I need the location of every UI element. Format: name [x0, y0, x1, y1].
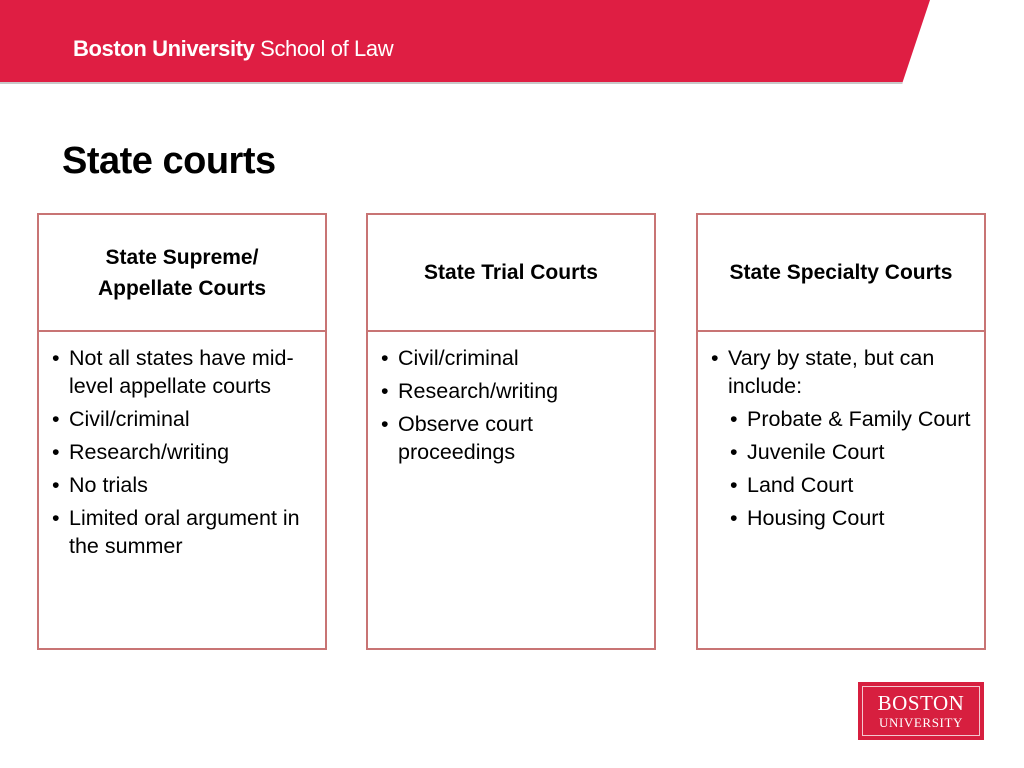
- logo-frame: BOSTON UNIVERSITY: [862, 686, 980, 736]
- list-item: Not all states have mid-level appellate …: [51, 344, 315, 400]
- bullet-list: Vary by state, but can include: Probate …: [710, 344, 974, 532]
- sub-list-item: Housing Court: [729, 504, 974, 532]
- list-item-text: Vary by state, but can include:: [728, 346, 935, 398]
- column-specialty: State Specialty Courts Vary by state, bu…: [696, 213, 986, 650]
- column-trial: State Trial Courts Civil/criminal Resear…: [366, 213, 656, 650]
- column-body: Vary by state, but can include: Probate …: [698, 332, 984, 532]
- list-item: Vary by state, but can include: Probate …: [710, 344, 974, 532]
- list-item: Civil/criminal: [51, 405, 315, 433]
- sub-list-item: Juvenile Court: [729, 438, 974, 466]
- column-heading: State Trial Courts: [368, 215, 654, 332]
- logo-line-1: BOSTON: [877, 691, 965, 715]
- logo-line-2: UNIVERSITY: [879, 715, 963, 730]
- brand-light: School of Law: [254, 36, 394, 61]
- boston-university-logo: BOSTON UNIVERSITY: [858, 682, 984, 740]
- column-body: Civil/criminal Research/writing Observe …: [368, 332, 654, 466]
- bullet-list: Not all states have mid-level appellate …: [51, 344, 315, 560]
- page-title: State courts: [62, 140, 276, 182]
- column-heading: State Supreme/ Appellate Courts: [39, 215, 325, 332]
- brand-bold: Boston University: [73, 36, 255, 61]
- school-brand: Boston University School of Law: [73, 36, 394, 62]
- column-body: Not all states have mid-level appellate …: [39, 332, 325, 560]
- column-supreme-appellate: State Supreme/ Appellate Courts Not all …: [37, 213, 327, 650]
- sub-list-item: Probate & Family Court: [729, 405, 974, 433]
- sub-bullet-list: Probate & Family Court Juvenile Court La…: [728, 405, 974, 532]
- header-banner: [0, 0, 930, 84]
- bullet-list: Civil/criminal Research/writing Observe …: [380, 344, 644, 466]
- list-item: Research/writing: [380, 377, 644, 405]
- list-item: Civil/criminal: [380, 344, 644, 372]
- list-item: No trials: [51, 471, 315, 499]
- column-heading-text: State Supreme/ Appellate Courts: [97, 245, 267, 300]
- sub-list-item: Land Court: [729, 471, 974, 499]
- column-heading-text: State Trial Courts: [424, 261, 598, 284]
- list-item: Limited oral argument in the summer: [51, 504, 315, 560]
- column-heading-text: State Specialty Courts: [729, 261, 953, 284]
- column-heading: State Specialty Courts: [698, 215, 984, 332]
- list-item: Observe court proceedings: [380, 410, 644, 466]
- list-item: Research/writing: [51, 438, 315, 466]
